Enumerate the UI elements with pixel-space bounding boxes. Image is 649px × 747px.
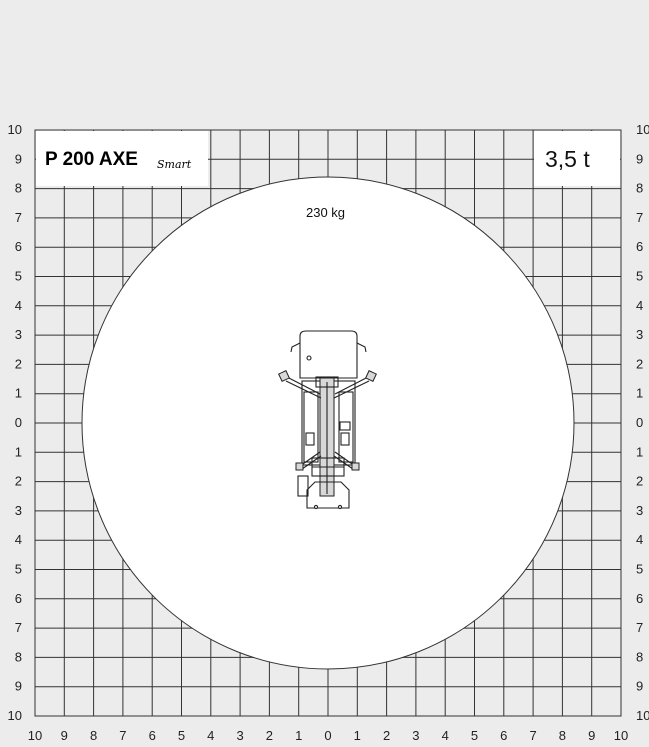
y-tick-label-left: 0 xyxy=(15,415,22,430)
x-tick-label: 7 xyxy=(119,728,126,743)
y-tick-label-left: 7 xyxy=(15,620,22,635)
x-tick-label: 2 xyxy=(266,728,273,743)
y-tick-label-left: 9 xyxy=(15,151,22,166)
x-tick-label: 9 xyxy=(588,728,595,743)
y-tick-label-right: 6 xyxy=(636,591,643,606)
y-tick-label-left: 1 xyxy=(15,386,22,401)
x-tick-label: 8 xyxy=(90,728,97,743)
y-tick-label-left: 3 xyxy=(15,503,22,518)
y-tick-label-right: 5 xyxy=(636,562,643,577)
y-tick-label-left: 4 xyxy=(15,298,22,313)
y-tick-label-right: 3 xyxy=(636,503,643,518)
y-tick-label-left: 8 xyxy=(15,649,22,664)
y-tick-label-left: 5 xyxy=(15,269,22,284)
y-tick-label-left: 7 xyxy=(15,210,22,225)
max-weight-label: 3,5 t xyxy=(545,146,590,172)
x-tick-label: 4 xyxy=(442,728,449,743)
x-tick-label: 5 xyxy=(178,728,185,743)
x-tick-label: 6 xyxy=(149,728,156,743)
weight-box xyxy=(534,131,620,186)
y-tick-label-right: 4 xyxy=(636,298,643,313)
x-tick-label: 2 xyxy=(383,728,390,743)
y-tick-label-left: 6 xyxy=(15,239,22,254)
x-tick-label: 7 xyxy=(529,728,536,743)
y-tick-label-left: 9 xyxy=(15,679,22,694)
y-tick-label-right: 3 xyxy=(636,327,643,342)
x-tick-label: 1 xyxy=(295,728,302,743)
y-tick-label-left: 10 xyxy=(8,122,22,137)
y-tick-label-right: 2 xyxy=(636,356,643,371)
y-tick-label-right: 7 xyxy=(636,620,643,635)
x-tick-label: 9 xyxy=(61,728,68,743)
y-tick-label-left: 10 xyxy=(8,708,22,723)
x-tick-label: 4 xyxy=(207,728,214,743)
x-tick-label: 3 xyxy=(412,728,419,743)
y-tick-label-left: 5 xyxy=(15,562,22,577)
y-tick-label-right: 2 xyxy=(636,474,643,489)
y-tick-label-left: 2 xyxy=(15,474,22,489)
y-tick-label-right: 6 xyxy=(636,239,643,254)
x-tick-label: 10 xyxy=(614,728,628,743)
y-tick-label-right: 4 xyxy=(636,532,643,547)
y-tick-label-left: 4 xyxy=(15,532,22,547)
y-tick-label-right: 5 xyxy=(636,269,643,284)
model-name: P 200 AXE xyxy=(45,149,138,170)
title-box xyxy=(36,131,208,186)
x-tick-label: 10 xyxy=(28,728,42,743)
y-tick-label-right: 9 xyxy=(636,679,643,694)
y-tick-label-right: 9 xyxy=(636,151,643,166)
y-tick-label-right: 8 xyxy=(636,181,643,196)
x-tick-label: 1 xyxy=(354,728,361,743)
y-tick-label-left: 1 xyxy=(15,444,22,459)
y-tick-label-right: 7 xyxy=(636,210,643,225)
x-tick-label: 3 xyxy=(236,728,243,743)
y-tick-label-left: 6 xyxy=(15,591,22,606)
y-tick-label-left: 2 xyxy=(15,356,22,371)
y-tick-label-right: 1 xyxy=(636,444,643,459)
y-tick-label-left: 8 xyxy=(15,181,22,196)
y-tick-label-right: 1 xyxy=(636,386,643,401)
y-tick-label-right: 10 xyxy=(636,122,649,137)
x-tick-label: 6 xyxy=(500,728,507,743)
load-capacity-label: 230 kg xyxy=(306,205,345,220)
y-tick-label-left: 3 xyxy=(15,327,22,342)
vehicle-top-view-icon xyxy=(278,330,377,510)
y-tick-label-right: 0 xyxy=(636,415,643,430)
y-tick-label-right: 8 xyxy=(636,649,643,664)
y-tick-label-right: 10 xyxy=(636,708,649,723)
model-suffix: Smart xyxy=(157,158,192,171)
x-tick-label: 0 xyxy=(324,728,331,743)
x-tick-label: 5 xyxy=(471,728,478,743)
x-tick-label: 8 xyxy=(559,728,566,743)
